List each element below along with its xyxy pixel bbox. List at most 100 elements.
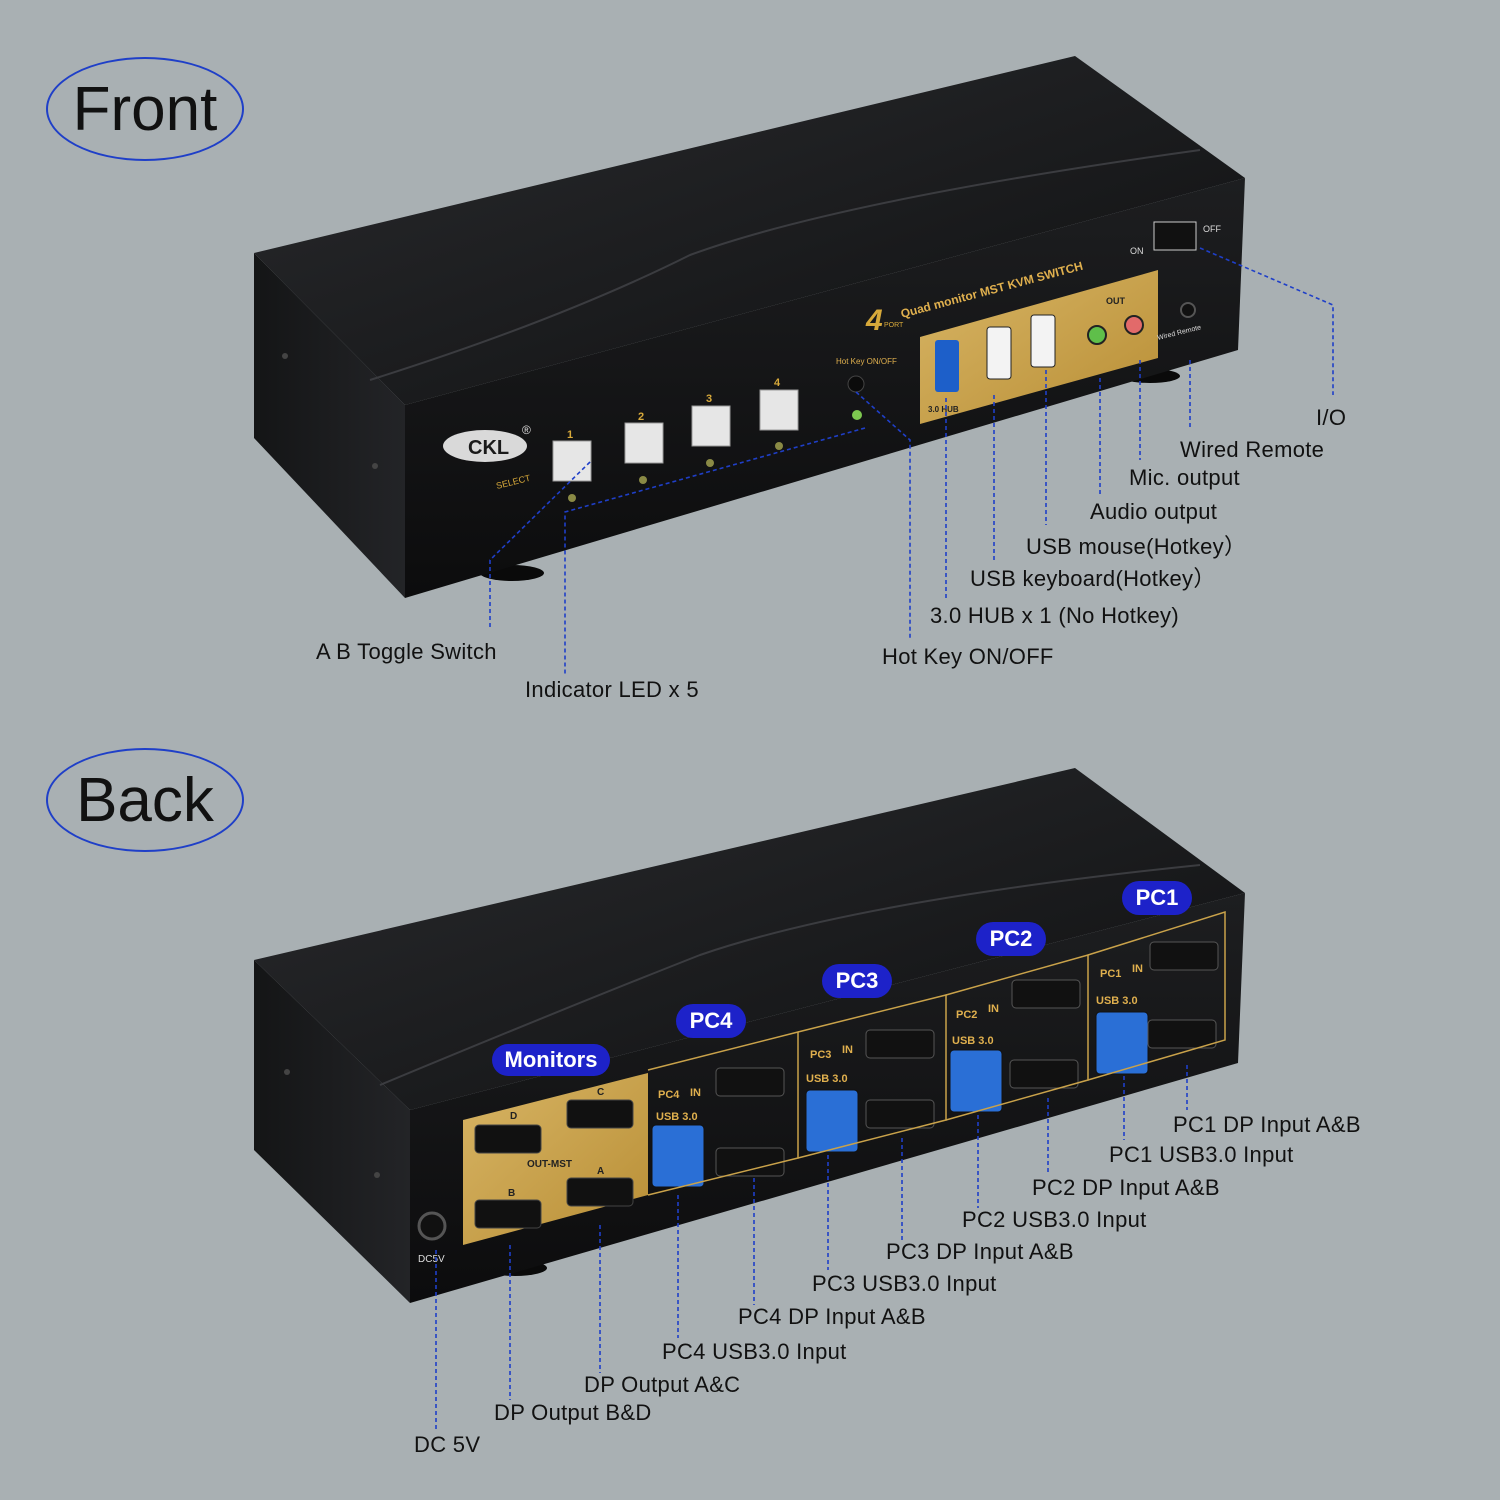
dp-out-d [474, 1124, 542, 1154]
callout-pc2-dp: PC2 DP Input A&B [1032, 1175, 1220, 1200]
front-device: CKL ® 4 PORT Quad monitor MST KVM SWITCH… [254, 56, 1245, 598]
pc3-block: USB 3.0 PC3 IN [805, 1029, 935, 1153]
pc4-dp-a [715, 1147, 785, 1177]
front-brand-text: CKL [468, 437, 509, 459]
pill-pc3: PC3 [822, 964, 892, 998]
pc2-usb-label: USB 3.0 [952, 1035, 994, 1047]
back-port-letter-c: C [597, 1087, 604, 1098]
front-leader-lines [489, 247, 1334, 675]
back-port-letter-a: A [597, 1166, 604, 1177]
pc3-dp-a [865, 1099, 935, 1129]
back-port-letter-d: D [510, 1111, 517, 1122]
callout-mic-output: Mic. output [1129, 465, 1240, 490]
front-out-label: OUT [1106, 296, 1126, 306]
front-brand-mark: ® [522, 423, 531, 437]
front-off-label: OFF [1203, 224, 1221, 234]
led-1 [568, 494, 576, 502]
pc1-dp-b [1149, 941, 1219, 971]
mouse-usb-port [1030, 314, 1056, 368]
callout-pc4-dp: PC4 DP Input A&B [738, 1304, 926, 1329]
dp-out-a [566, 1177, 634, 1207]
front-top [254, 56, 1245, 405]
callout-pc4-usb: PC4 USB3.0 Input [662, 1339, 847, 1364]
pc3-dp-b [865, 1029, 935, 1059]
pc4-usb-label: USB 3.0 [656, 1111, 698, 1123]
led-hotkey [852, 410, 862, 420]
remote-jack [1180, 302, 1196, 318]
back-section-badge: Back [46, 748, 244, 852]
pc2-usb-port [949, 1049, 1003, 1113]
callout-hotkey: Hot Key ON/OFF [882, 644, 1054, 669]
front-btn-num-1: 1 [567, 429, 573, 441]
led-4 [775, 442, 783, 450]
front-btn-num-4: 4 [774, 377, 781, 389]
callout-pc2-usb: PC2 USB3.0 Input [962, 1207, 1147, 1232]
callout-pc3-dp: PC3 DP Input A&B [886, 1239, 1074, 1264]
pc4-tag: PC4 [658, 1089, 680, 1101]
ckl-logo [443, 430, 527, 462]
pc2-dp-b [1011, 979, 1081, 1009]
hub-usb-port [935, 340, 959, 392]
pill-pc1: PC1 [1122, 881, 1192, 915]
back-left-side [254, 960, 410, 1303]
callout-audio-output: Audio output [1090, 499, 1218, 524]
front-port-count: 4 [865, 304, 883, 337]
callout-io: I/O [1316, 405, 1347, 430]
select-button-1 [552, 440, 592, 482]
callout-usb-keyboard: USB keyboard(Hotkey） [970, 566, 1216, 591]
pc1-dp-a [1147, 1019, 1217, 1049]
front-port-word: PORT [884, 322, 904, 329]
dp-out-b [474, 1199, 542, 1229]
front-on-label: ON [1130, 246, 1144, 256]
pc3-usb-label: USB 3.0 [806, 1073, 848, 1085]
pc2-block: USB 3.0 PC2 IN [949, 979, 1081, 1113]
callout-pc3-usb: PC3 USB3.0 Input [812, 1271, 997, 1296]
select-button-2 [624, 422, 664, 464]
pill-pc2: PC2 [976, 922, 1046, 956]
back-dc-label: DC5V [418, 1254, 445, 1265]
led-3 [706, 459, 714, 467]
dc-jack [417, 1211, 447, 1241]
pc3-usb-port [805, 1089, 859, 1153]
callout-dc: DC 5V [414, 1432, 481, 1457]
back-leader-lines [435, 1065, 1188, 1432]
keyboard-usb-port [986, 326, 1012, 380]
pc2-in-label: IN [988, 1003, 999, 1015]
callout-wired-remote: Wired Remote [1180, 437, 1325, 462]
audio-jack [1087, 325, 1107, 345]
callout-pc1-dp: PC1 DP Input A&B [1173, 1112, 1361, 1137]
pc1-in-label: IN [1132, 963, 1143, 975]
select-button-4 [759, 389, 799, 431]
front-face [405, 178, 1245, 598]
mic-jack [1124, 315, 1144, 335]
pc1-tag: PC1 [1100, 968, 1121, 980]
pc1-block: USB 3.0 PC1 IN [1095, 941, 1219, 1075]
callout-dp-bd: DP Output B&D [494, 1400, 652, 1425]
pill-monitors: Monitors [492, 1044, 610, 1076]
pc3-tag: PC3 [810, 1049, 831, 1061]
pc3-in-label: IN [842, 1044, 853, 1056]
back-device: DC5V OUT-MST D C B A USB 3.0 PC4 IN USB … [254, 768, 1245, 1303]
callout-hub: 3.0 HUB x 1 (No Hotkey) [930, 603, 1179, 628]
back-out-mst-label: OUT-MST [527, 1159, 572, 1170]
hotkey-button [847, 375, 865, 393]
front-hub-label: 3.0 HUB [928, 405, 959, 414]
pc1-usb-label: USB 3.0 [1096, 995, 1138, 1007]
callout-led: Indicator LED x 5 [525, 677, 699, 702]
front-section-badge: Front [46, 57, 244, 161]
pc4-in-label: IN [690, 1087, 701, 1099]
front-section-title: Front [72, 74, 218, 144]
front-btn-num-3: 3 [706, 393, 712, 405]
led-2 [639, 476, 647, 484]
front-left-side [254, 253, 405, 598]
dp-out-c [566, 1099, 634, 1129]
front-btn-num-2: 2 [638, 411, 644, 423]
pc4-usb-port [651, 1124, 705, 1188]
select-button-3 [691, 405, 731, 447]
callout-dp-ac: DP Output A&C [584, 1372, 741, 1397]
front-hotkey-label: Hot Key ON/OFF [836, 357, 897, 366]
back-port-letter-b: B [508, 1188, 515, 1199]
callout-pc1-usb: PC1 USB3.0 Input [1109, 1142, 1294, 1167]
pc4-dp-b [715, 1067, 785, 1097]
